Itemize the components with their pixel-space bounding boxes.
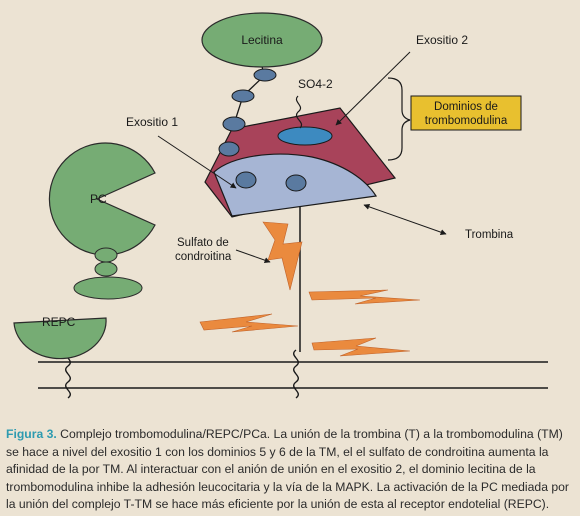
pc-link-base xyxy=(73,276,143,300)
exositio1-label: Exositio 1 xyxy=(126,115,178,129)
domains-bracket xyxy=(387,77,411,161)
sulfato-label-line2: condroitina xyxy=(175,251,232,263)
trombina-arrow xyxy=(363,203,447,236)
figure-caption: Figura 3. Complejo trombomodulina/REPC/P… xyxy=(6,426,576,514)
so4-squiggle xyxy=(295,95,302,129)
chondroitin-sulfate-bolt xyxy=(262,221,303,291)
egf-domain-5 xyxy=(235,171,257,189)
lecitina-domain xyxy=(201,12,323,68)
egf-domain-6 xyxy=(285,174,307,192)
protein-c-shape xyxy=(48,142,156,256)
exositio1-arrow xyxy=(157,135,237,189)
lecitina-label: Lecitina xyxy=(241,33,283,47)
pc-label: PC xyxy=(90,192,107,206)
lightning-bolt-left xyxy=(199,313,299,333)
figure-caption-label: Figura 3. xyxy=(6,427,57,441)
egf-domain-4 xyxy=(218,141,240,157)
tm-transmembrane-coil xyxy=(293,349,299,399)
domains-label-box xyxy=(410,95,522,131)
pc-link-1 xyxy=(94,247,118,263)
domains-label-line2: trombomodulina xyxy=(425,115,508,127)
repc-shape xyxy=(13,317,107,360)
lightning-bolt-lower xyxy=(311,337,411,357)
so4-binding-site xyxy=(277,126,333,146)
repc-label: REPC xyxy=(42,315,76,329)
sulfato-label-line1: Sulfato de xyxy=(177,237,229,249)
lightning-bolt-upper xyxy=(308,289,421,305)
sulfato-arrow xyxy=(235,249,271,264)
so4-label: SO4-2 xyxy=(298,77,333,91)
egf-domain-2 xyxy=(231,89,255,103)
pc-link-2 xyxy=(94,261,118,277)
thrombomodulin-complex-diagram: Lecitina SO4-2 Exositio 2 Dominios de tr… xyxy=(13,12,548,399)
egf-domain-1 xyxy=(253,68,277,82)
trombina-label: Trombina xyxy=(465,229,514,241)
exositio2-label: Exositio 2 xyxy=(416,33,468,47)
figure-caption-text: Complejo trombomodulina/REPC/PCa. La uni… xyxy=(6,427,569,512)
egf-domain-3 xyxy=(222,116,246,132)
domains-label-line1: Dominios de xyxy=(434,101,498,113)
exositio2-arrow xyxy=(335,51,411,126)
